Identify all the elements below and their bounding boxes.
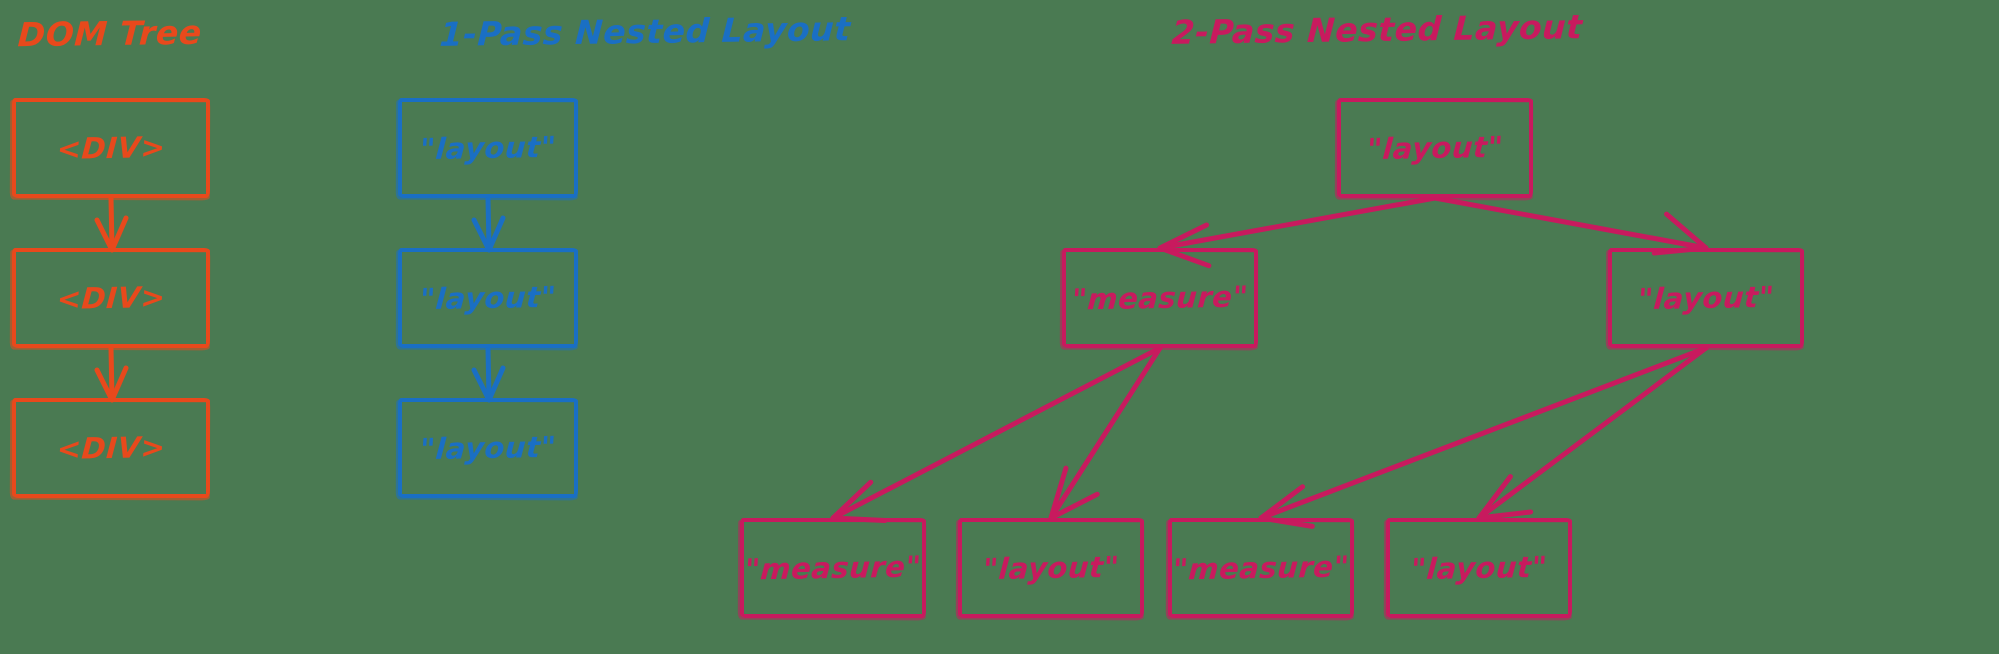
dom-node-1-label: <DIV>: [55, 130, 167, 166]
column-title-two-pass: 2-Pass Nested Layout: [1170, 7, 1584, 52]
two-pass-leaf-4-label: "layout": [1409, 549, 1549, 587]
dom-node-3-label: <DIV>: [55, 430, 167, 466]
one-pass-node-1-label: "layout": [418, 129, 558, 167]
two-pass-leaf-2-node[interactable]: "layout": [958, 518, 1144, 618]
two-pass-level2-right-node[interactable]: "layout": [1608, 248, 1804, 348]
two-pass-leaf-1-node[interactable]: "measure": [740, 518, 926, 618]
dom-node-3[interactable]: <DIV>: [12, 398, 210, 498]
two-pass-level2-right-label: "layout": [1636, 279, 1776, 317]
one-pass-node-2[interactable]: "layout": [398, 248, 578, 348]
two-pass-leaf-1-label: "measure": [743, 549, 923, 587]
dom-node-2[interactable]: <DIV>: [12, 248, 210, 348]
column-title-dom-tree: DOM Tree: [16, 12, 203, 55]
two-pass-root-node[interactable]: "layout": [1337, 98, 1533, 198]
two-pass-leaf-2-label: "layout": [981, 549, 1121, 587]
two-pass-leaf-3-label: "measure": [1171, 549, 1351, 587]
one-pass-node-3[interactable]: "layout": [398, 398, 578, 498]
two-pass-root-label: "layout": [1365, 129, 1505, 167]
two-pass-leaf-3-node[interactable]: "measure": [1168, 518, 1354, 618]
two-pass-level2-left-label: "measure": [1070, 279, 1250, 317]
one-pass-node-2-label: "layout": [418, 279, 558, 317]
one-pass-node-3-label: "layout": [418, 429, 558, 467]
column-title-one-pass: 1-Pass Nested Layout: [438, 9, 852, 54]
dom-node-1[interactable]: <DIV>: [12, 98, 210, 198]
two-pass-leaf-4-node[interactable]: "layout": [1386, 518, 1572, 618]
two-pass-level2-left-node[interactable]: "measure": [1062, 248, 1258, 348]
one-pass-node-1[interactable]: "layout": [398, 98, 578, 198]
dom-node-2-label: <DIV>: [55, 280, 167, 316]
